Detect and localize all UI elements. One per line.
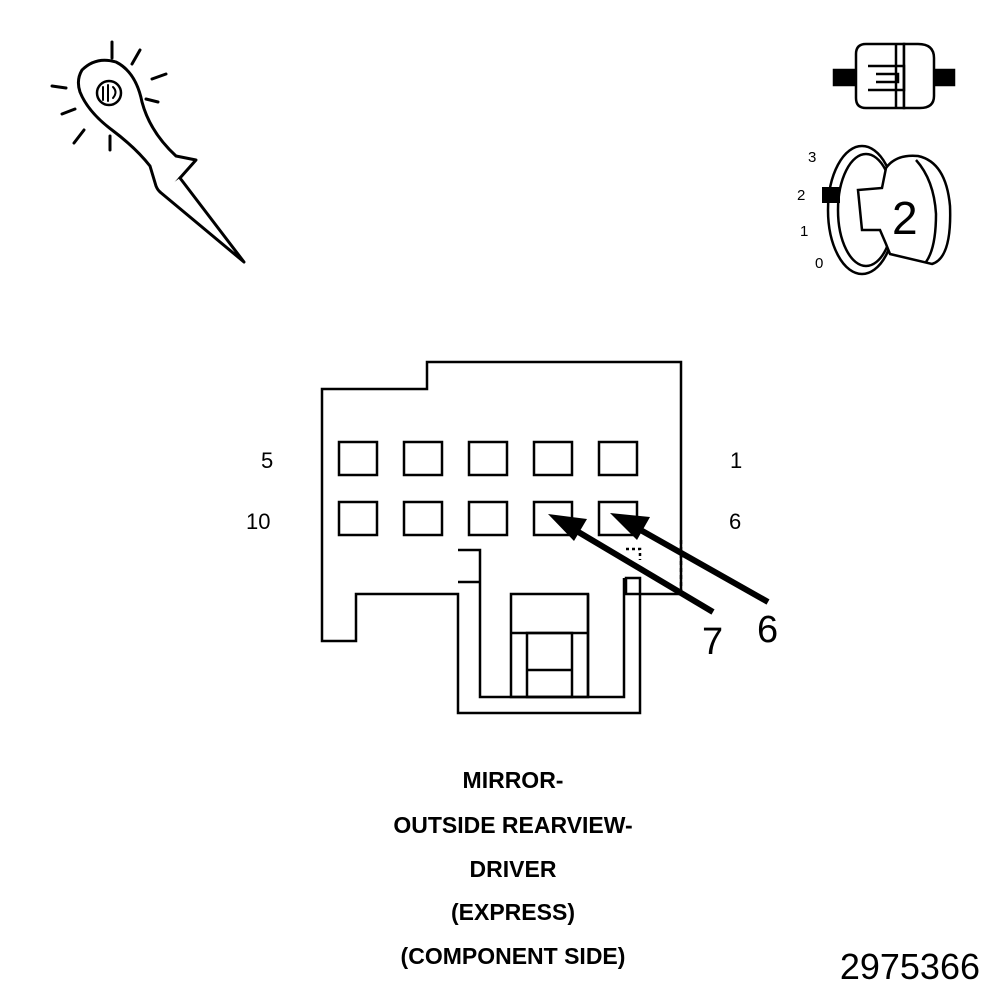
figure-number: 2975366 bbox=[840, 946, 980, 987]
caption-line-5: (COMPONENT SIDE) bbox=[401, 943, 626, 969]
cavity-pin-10 bbox=[337, 500, 379, 537]
pin-label-top-right: 1 bbox=[730, 448, 742, 473]
ignition-position-label: 2 bbox=[797, 187, 805, 204]
caption: MIRROR- OUTSIDE REARVIEW- DRIVER (EXPRES… bbox=[393, 767, 632, 969]
pin-label-top-left: 5 bbox=[261, 448, 273, 473]
callout-arrow-6 bbox=[610, 513, 770, 605]
caption-line-2: OUTSIDE REARVIEW- bbox=[393, 812, 632, 838]
pin-label-bottom-left: 10 bbox=[246, 509, 270, 534]
ignition-position-number: 2 bbox=[892, 192, 918, 244]
callout-label-6: 6 bbox=[757, 609, 778, 651]
cavity-pin-8 bbox=[467, 500, 509, 537]
ignition-key-icon bbox=[822, 144, 952, 276]
cavity-pin-1 bbox=[597, 440, 639, 477]
caption-line-3: DRIVER bbox=[470, 856, 557, 882]
ignition-position-label: 1 bbox=[800, 223, 808, 240]
callout-label-7: 7 bbox=[702, 621, 723, 663]
cavity-pin-2 bbox=[532, 440, 574, 477]
unplugged-connector-icon bbox=[832, 42, 956, 110]
pin-cavities bbox=[337, 440, 639, 537]
cavity-pin-3 bbox=[467, 440, 509, 477]
caption-line-4: (EXPRESS) bbox=[451, 899, 575, 925]
cavity-pin-5 bbox=[337, 440, 379, 477]
callout-arrow-7 bbox=[548, 514, 715, 615]
pin-label-bottom-right: 6 bbox=[729, 509, 741, 534]
cavity-pin-4 bbox=[402, 440, 444, 477]
ignition-position-labels: 3 2 1 0 bbox=[797, 149, 823, 272]
cavity-pin-9 bbox=[402, 500, 444, 537]
connector-body bbox=[320, 360, 683, 715]
ignition-position-label: 0 bbox=[815, 255, 823, 272]
ignition-position-label: 3 bbox=[808, 149, 816, 166]
caption-line-1: MIRROR- bbox=[463, 767, 564, 793]
test-probe-icon bbox=[50, 40, 246, 264]
